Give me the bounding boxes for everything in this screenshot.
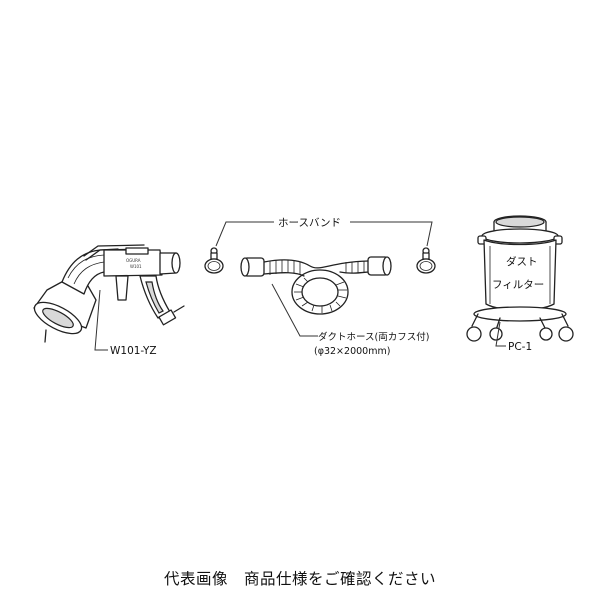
- representative-image-caption: 代表画像 商品仕様をご確認ください: [163, 570, 436, 588]
- collector-rim: [481, 228, 559, 244]
- hose-band-leader-right: [350, 221, 433, 247]
- gun-model-label: W101-YZ: [110, 345, 157, 357]
- dust-filter-label-line1: ダスト: [506, 255, 538, 268]
- hose-band-left: [204, 247, 224, 274]
- collector-caster-right: [558, 326, 574, 342]
- hose-band-label: ホースバンド: [278, 217, 341, 229]
- hose-band-leader-left: [215, 221, 274, 247]
- duct-hose-leader-line: [271, 283, 318, 337]
- duct-hose-illustration: [240, 256, 392, 315]
- dust-filter-label-line2: フィルター: [492, 279, 544, 291]
- collector-leader-line: [495, 321, 506, 347]
- gun-trigger: [115, 275, 129, 301]
- gun-brand-text: OGURA: [126, 258, 141, 263]
- dust-collector-illustration: [466, 215, 574, 342]
- gun-code-text: W101: [130, 264, 142, 269]
- duct-hose-label-line1: ダクトホース(両カフス付): [318, 331, 429, 343]
- duct-hose-label-line2: (φ32×2000mm): [314, 346, 390, 357]
- gun-top-fitting: [125, 247, 149, 255]
- collector-drum: [483, 239, 557, 311]
- collector-base: [473, 306, 567, 322]
- gun-air-fitting: [158, 309, 177, 326]
- collector-model-label: PC-1: [508, 341, 532, 353]
- blast-gun-illustration: OGURA W101: [33, 244, 185, 343]
- collector-caster-left: [466, 326, 482, 342]
- gun-top-rod: [83, 244, 145, 257]
- gun-leader-line: [94, 289, 108, 351]
- hose-band-right: [416, 247, 436, 274]
- gun-cable: [44, 329, 47, 343]
- hose-corrugation: [269, 260, 365, 313]
